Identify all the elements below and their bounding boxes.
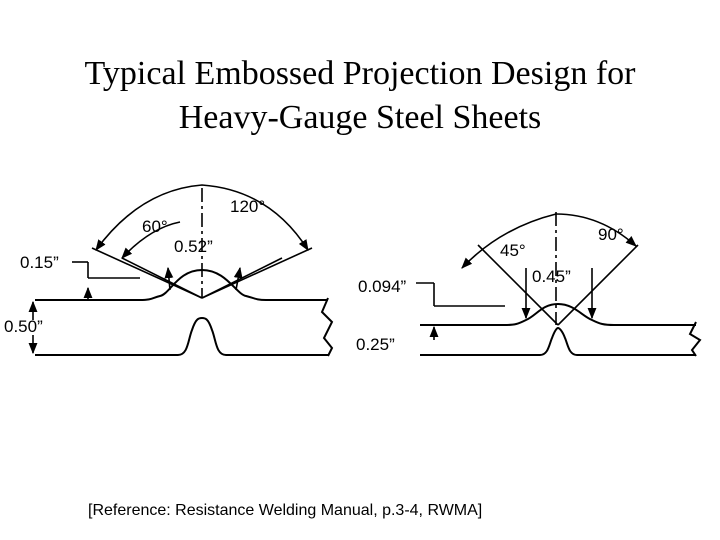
left-diameter-leader-1 — [164, 266, 174, 291]
right-45-arc — [461, 213, 557, 269]
reference-note: [Reference: Resistance Welding Manual, p… — [88, 502, 483, 519]
right-angle-90-label: 90° — [598, 225, 624, 244]
right-thickness-label: 0.25” — [356, 335, 395, 354]
right-90-line-left — [477, 244, 559, 326]
right-diameter-label: 0.45” — [532, 267, 571, 286]
left-top-sheet — [35, 268, 328, 301]
right-break-line — [688, 321, 702, 357]
left-break-line — [320, 297, 334, 357]
right-top-sheet — [420, 302, 696, 326]
right-90-line-right — [557, 244, 639, 326]
right-projection-figure: 90° 45° 0.45” 0.094” 0.25” — [356, 212, 702, 357]
left-60-arc — [121, 221, 181, 259]
right-bottom-sheet — [420, 326, 696, 356]
left-diameter-label: 0.52” — [174, 237, 213, 256]
left-angle-120-label: 120° — [230, 197, 265, 216]
left-bottom-sheet — [35, 316, 328, 356]
title-line-2: Heavy-Gauge Steel Sheets — [178, 99, 542, 136]
left-60-line-left — [121, 257, 203, 299]
left-projection-figure: 120° 60° 0.52” 0.15” 0.50” — [4, 184, 334, 357]
right-height-label: 0.094” — [358, 277, 407, 296]
page-title: Typical Embossed Projection Design for H… — [0, 52, 720, 140]
right-angle-45-label: 45° — [500, 241, 526, 260]
left-120-arc — [95, 184, 309, 251]
title-line-1: Typical Embossed Projection Design for — [84, 55, 636, 92]
left-60-line-right — [201, 257, 283, 299]
left-height-label: 0.15” — [20, 253, 59, 272]
left-diameter-leader-2 — [233, 266, 243, 291]
left-thickness-label: 0.50” — [4, 317, 43, 336]
left-angle-60-label: 60° — [142, 217, 168, 236]
right-90-arc — [555, 213, 637, 247]
